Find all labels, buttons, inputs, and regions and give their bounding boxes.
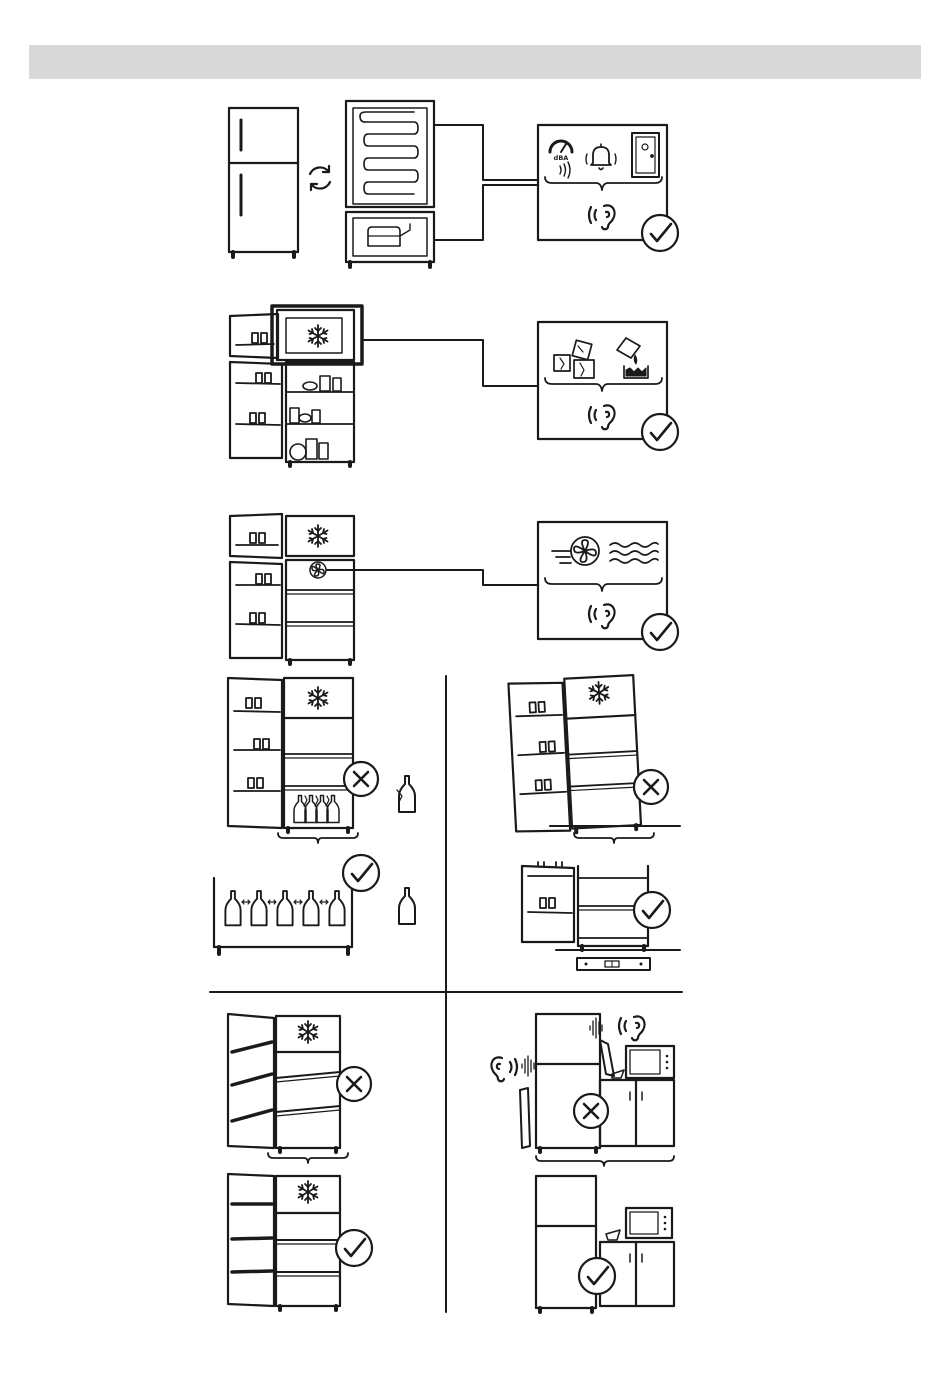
snowflake-icon xyxy=(309,687,328,709)
refrigerator-tilted-icon xyxy=(508,675,641,835)
kitchen-cabinet-icon xyxy=(600,1080,674,1146)
appliance-door-icon xyxy=(632,133,659,177)
bottle-icon xyxy=(399,776,415,812)
bottle-icon xyxy=(225,891,344,925)
alarm-bell-icon xyxy=(586,144,616,170)
check-icon xyxy=(642,215,678,251)
refrigerator-icon xyxy=(229,108,298,257)
ear-icon xyxy=(589,405,615,429)
snowflake-icon xyxy=(309,525,328,547)
noise-ice-panel xyxy=(230,306,678,466)
snowflake-icon xyxy=(299,1021,318,1043)
aligned-shelves-panel xyxy=(228,1174,372,1310)
vibration-icon xyxy=(522,1018,602,1076)
noise-compressor-panel: dBA xyxy=(229,101,678,267)
ear-icon xyxy=(619,1016,645,1040)
refrigerator-open-icon xyxy=(230,310,354,466)
check-icon xyxy=(642,414,678,450)
ice-cubes-cracking-icon xyxy=(554,340,594,378)
leveled-fridge-panel xyxy=(522,862,680,970)
cross-icon xyxy=(574,1094,608,1128)
touching-furniture-panel xyxy=(491,1014,674,1166)
ear-icon xyxy=(589,604,615,628)
bottle-icon xyxy=(399,888,415,924)
water-pouring-icon xyxy=(617,338,648,378)
bottles-touching-panel xyxy=(228,678,415,843)
refrigerator-open-icon xyxy=(228,1174,340,1310)
gauge-label: dBA xyxy=(554,154,569,162)
refrigerator-open-icon xyxy=(228,678,353,832)
fan-icon xyxy=(571,537,599,565)
misaligned-shelves-panel xyxy=(228,1014,371,1163)
check-icon xyxy=(579,1258,615,1294)
snowflake-icon xyxy=(299,1181,318,1203)
cross-icon xyxy=(634,770,668,804)
microwave-icon xyxy=(626,1208,672,1238)
noise-fan-panel xyxy=(230,514,678,664)
cooling-coil-icon xyxy=(346,101,434,207)
spirit-level-icon xyxy=(577,958,650,970)
refresh-cycle-icon xyxy=(310,166,330,190)
microwave-icon xyxy=(626,1046,674,1078)
refrigerator-open-icon xyxy=(228,1014,340,1152)
bottle-icon xyxy=(294,796,339,823)
refrigerator-open-icon xyxy=(230,514,354,664)
compressor-icon xyxy=(346,212,434,267)
check-icon xyxy=(336,1230,372,1266)
sound-level-gauge-icon: dBA xyxy=(550,141,572,178)
airflow-wave-icon xyxy=(552,543,658,563)
check-icon xyxy=(642,614,678,650)
fan-icon xyxy=(310,562,326,578)
cross-icon xyxy=(337,1067,371,1101)
bottles-spaced-panel xyxy=(214,855,415,954)
tilted-fridge-panel xyxy=(508,675,680,843)
ear-icon xyxy=(589,205,615,229)
free-standing-panel xyxy=(536,1176,674,1312)
check-icon xyxy=(634,892,670,928)
check-icon xyxy=(343,855,379,891)
snowflake-icon xyxy=(309,325,328,347)
cross-icon xyxy=(344,762,378,796)
ear-icon xyxy=(491,1057,517,1081)
